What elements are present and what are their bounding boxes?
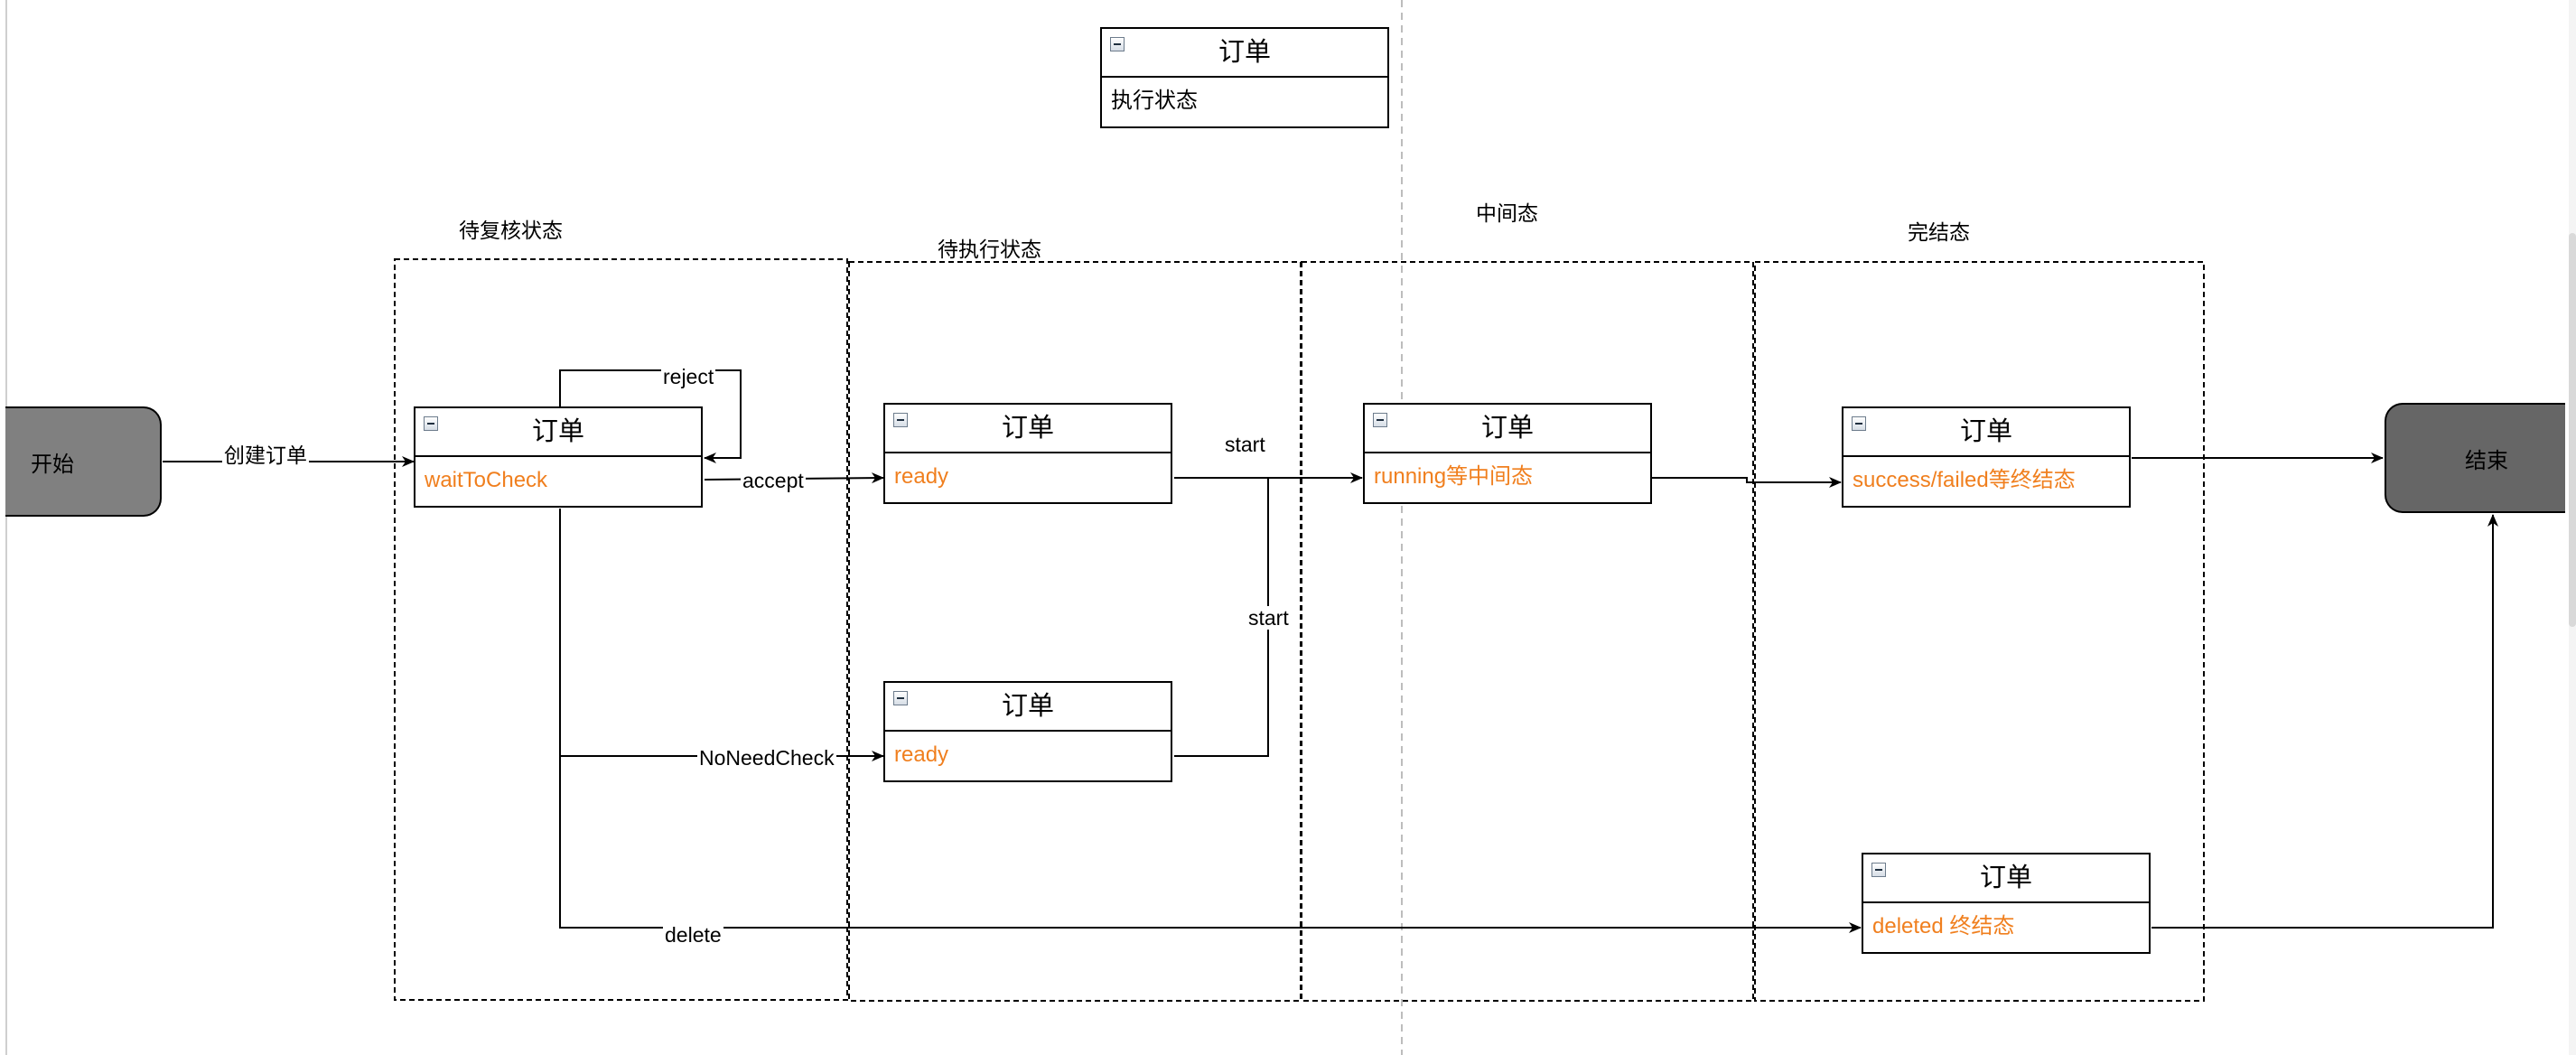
order-card-deleted[interactable]: 订单 deleted 终结态 bbox=[1862, 853, 2151, 954]
lane-label-review: 待复核状态 bbox=[459, 219, 563, 242]
edge-label-start-top: start bbox=[1223, 433, 1267, 456]
lane-box-pending bbox=[848, 261, 1302, 1002]
collapse-icon[interactable] bbox=[424, 416, 438, 431]
end-node-label: 结束 bbox=[2465, 448, 2508, 473]
order-card-wait-to-check[interactable]: 订单 waitToCheck bbox=[414, 406, 703, 508]
header-card-title: 订单 bbox=[1218, 38, 1271, 67]
edge-start-bottom bbox=[1174, 478, 1269, 757]
edge-label-start-bottom: start bbox=[1246, 606, 1291, 630]
card-title: 订单 bbox=[1979, 864, 2032, 892]
edge-deleted-to-end bbox=[2151, 514, 2498, 929]
lane-box-middle bbox=[1301, 261, 1754, 1002]
collapse-icon[interactable] bbox=[1110, 37, 1125, 51]
card-title: 订单 bbox=[531, 417, 584, 446]
card-title: 订单 bbox=[1001, 414, 1054, 443]
card-state: running等中间态 bbox=[1374, 464, 1534, 489]
header-card-head: 订单 bbox=[1102, 29, 1387, 78]
scrollbar-thumb[interactable] bbox=[2569, 233, 2576, 627]
card-title: 订单 bbox=[1959, 417, 2012, 446]
edge-no-need-check bbox=[559, 509, 884, 761]
card-title: 订单 bbox=[1480, 414, 1534, 443]
collapse-icon[interactable] bbox=[1871, 863, 1886, 877]
edge-delete bbox=[559, 756, 1862, 933]
card-state: ready bbox=[894, 742, 949, 767]
card-head: 订单 bbox=[885, 683, 1171, 732]
end-node[interactable]: 结束 bbox=[2385, 403, 2565, 513]
header-card[interactable]: 订单 执行状态 bbox=[1100, 27, 1389, 128]
lane-label-final: 完结态 bbox=[1908, 220, 1970, 244]
card-head: 订单 bbox=[1843, 408, 2129, 457]
collapse-icon[interactable] bbox=[893, 691, 908, 705]
order-card-ready-top[interactable]: 订单 ready bbox=[883, 403, 1172, 504]
card-state: deleted 终结态 bbox=[1872, 914, 2015, 938]
collapse-icon[interactable] bbox=[1852, 416, 1866, 431]
edge-label-no-need-check: NoNeedCheck bbox=[697, 746, 836, 770]
card-head: 订单 bbox=[885, 405, 1171, 453]
order-card-success[interactable]: 订单 success/failed等终结态 bbox=[1842, 406, 2131, 508]
lane-box-final bbox=[1754, 261, 2205, 1002]
start-node[interactable]: 开始 bbox=[5, 406, 162, 517]
card-state: success/failed等终结态 bbox=[1853, 468, 2076, 492]
order-card-ready-bottom[interactable]: 订单 ready bbox=[883, 681, 1172, 782]
edge-reject bbox=[559, 369, 742, 463]
card-title: 订单 bbox=[1001, 692, 1054, 721]
header-card-body: 执行状态 bbox=[1111, 89, 1198, 113]
edge-label-accept: accept bbox=[741, 469, 806, 492]
card-head: 订单 bbox=[1365, 405, 1650, 453]
edge-label-reject: reject bbox=[661, 365, 716, 388]
card-state: ready bbox=[894, 464, 949, 489]
start-node-label: 开始 bbox=[31, 452, 74, 477]
edge-label-delete: delete bbox=[663, 923, 723, 947]
order-card-running[interactable]: 订单 running等中间态 bbox=[1363, 403, 1652, 504]
card-head: 订单 bbox=[1863, 854, 2149, 903]
card-state: waitToCheck bbox=[425, 468, 548, 492]
edge-to-success bbox=[1652, 477, 1842, 488]
lane-label-middle: 中间态 bbox=[1476, 201, 1538, 225]
lane-box-review bbox=[394, 258, 848, 1001]
collapse-icon[interactable] bbox=[893, 413, 908, 427]
card-head: 订单 bbox=[415, 408, 701, 457]
lane-label-pending: 待执行状态 bbox=[938, 238, 1041, 261]
edge-label-create: 创建订单 bbox=[222, 443, 309, 467]
collapse-icon[interactable] bbox=[1373, 413, 1387, 427]
